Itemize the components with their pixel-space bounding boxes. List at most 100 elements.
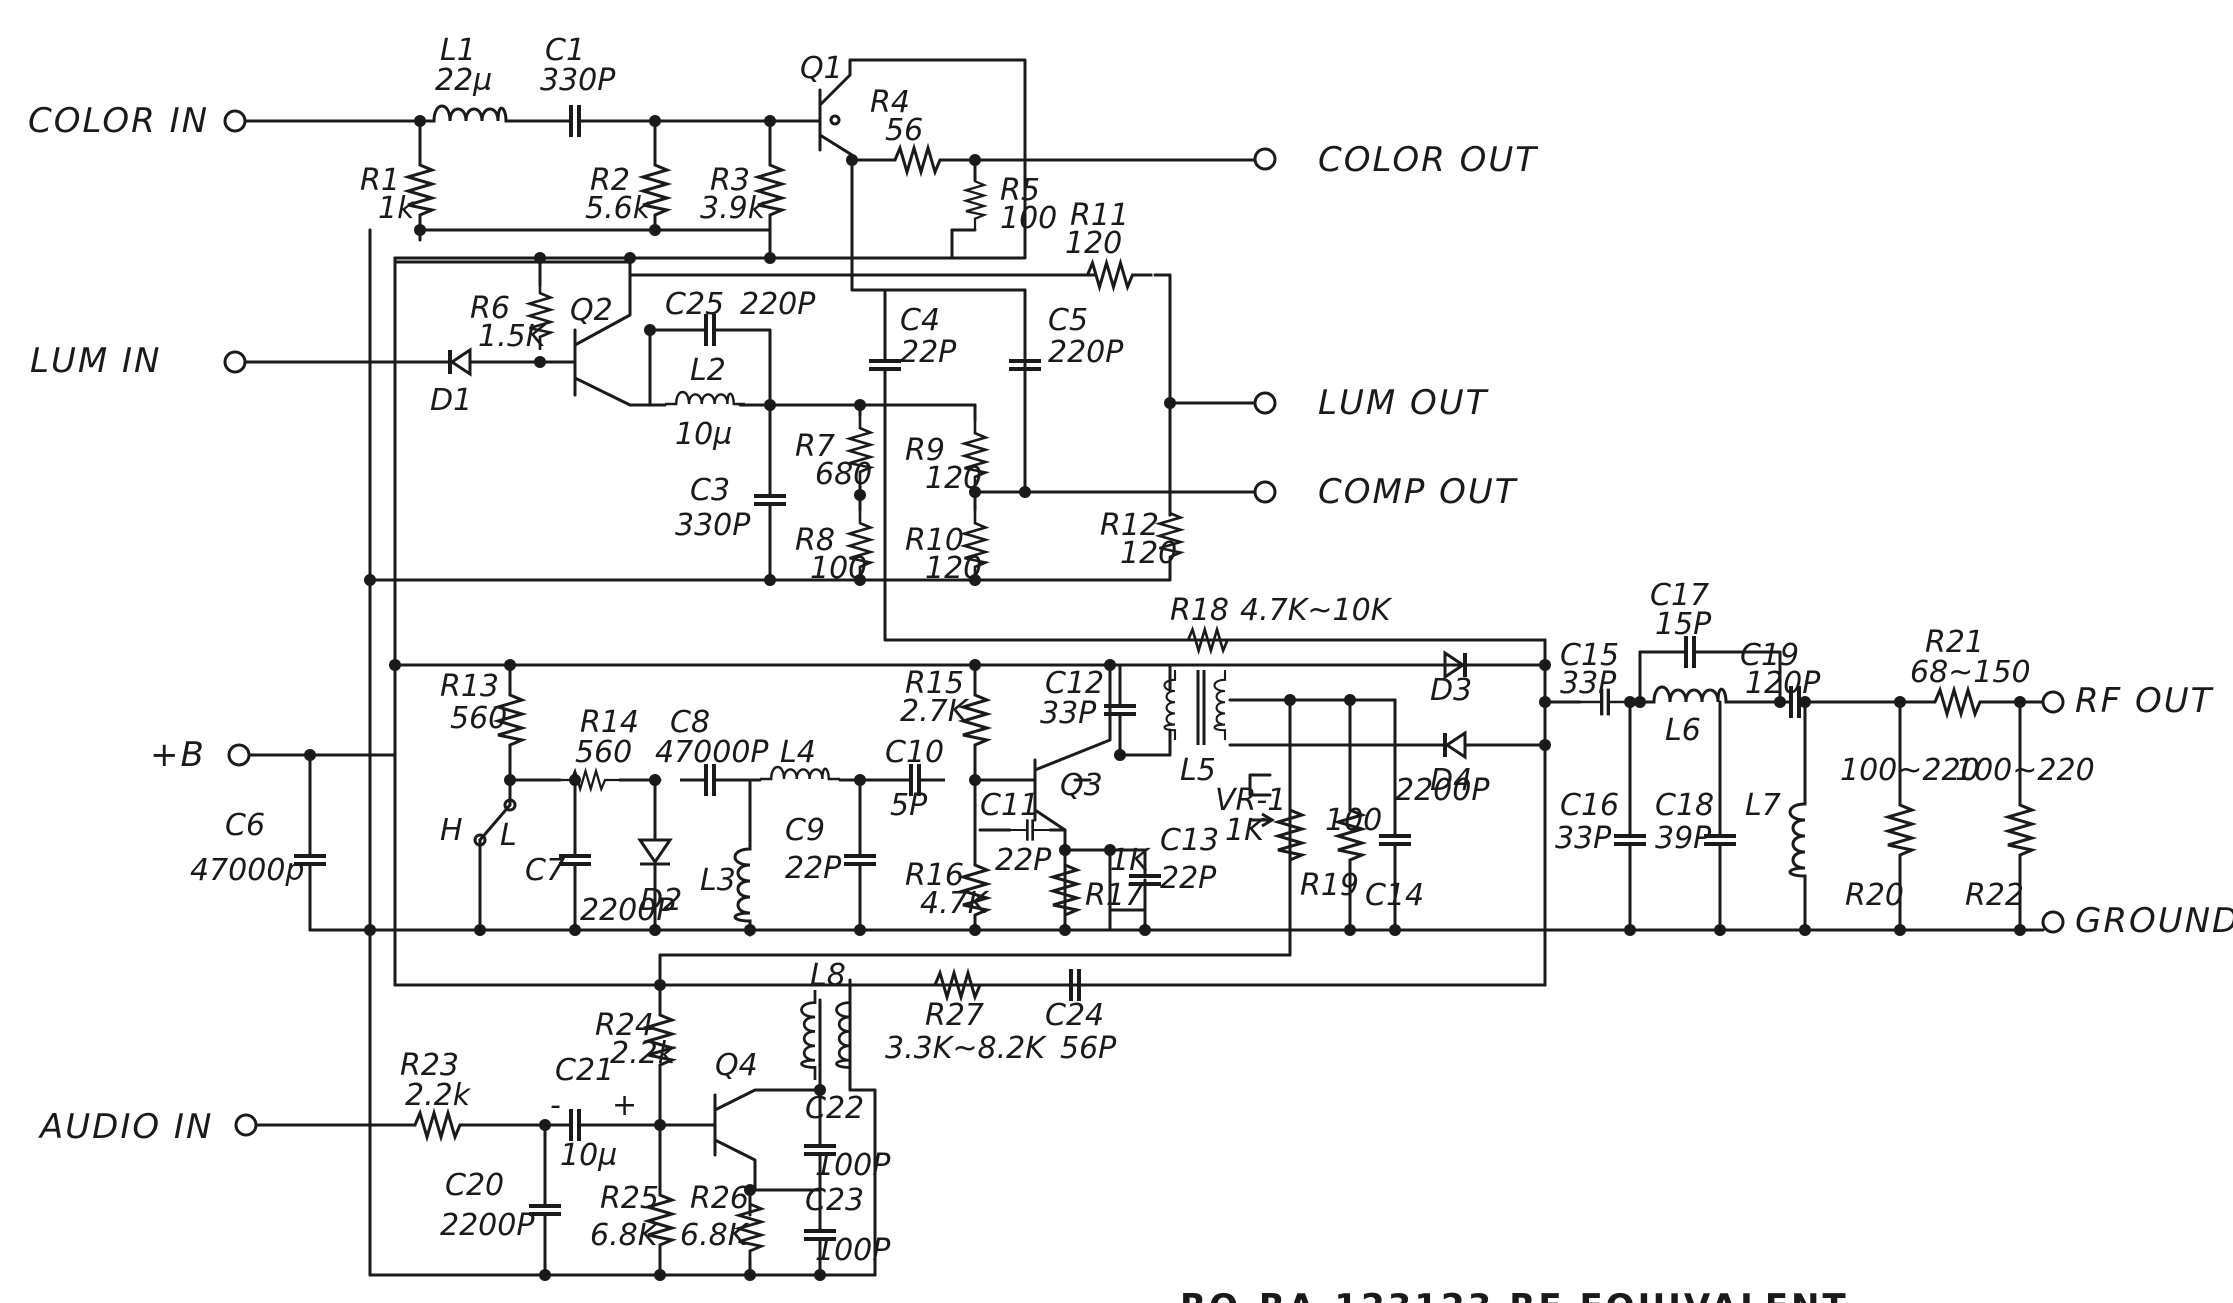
r13-ref: R13 [440,669,499,704]
c25-value: 220P [740,287,816,322]
q4-ref: Q4 [715,1048,758,1083]
r22-value: 100~220 [1955,753,2095,788]
c6-ref: C6 [225,808,265,843]
r18-value: 4.7K~10K [1240,593,1393,628]
ground-terminal[interactable] [2041,910,2065,934]
c20-value: 2200P [440,1208,535,1243]
r23-value: 2.2k [405,1078,472,1113]
q1-marker [829,114,841,126]
color-in-label: COLOR IN [28,101,209,141]
color-out-terminal[interactable] [1253,147,1277,171]
c25-ref: C25 [665,287,724,322]
d2-diode [637,830,673,880]
r6-value: 1.5K [478,319,548,354]
r27-ref: R27 [925,998,984,1033]
c8-value: 47000P [655,735,769,770]
c19-value: 120P [1745,666,1821,701]
r25-value: 6.8K [590,1218,660,1253]
color-in-terminal[interactable] [223,109,247,133]
c3-value: 330P [675,508,751,543]
c13-ref: C13 [1160,823,1219,858]
q1-ref: Q1 [800,51,843,86]
c14-capacitor [1377,808,1413,872]
plus-b-terminal[interactable] [227,743,251,767]
l3-inductor [733,833,752,937]
l2-inductor [663,390,747,406]
r18-ref: R18 [1170,593,1229,628]
r3-ref: R3 [710,163,750,198]
comp-out-terminal[interactable] [1253,480,1277,504]
r2-value: 5.6k [585,191,652,226]
r12-value: 120 [1120,536,1177,571]
c5-value: 220P [1048,335,1124,370]
c15-value: 33P [1560,666,1617,701]
l8-secondary [835,988,852,1082]
c21-plus: + [612,1088,637,1123]
c6-value: 47000p [190,853,304,888]
r7-ref: R7 [795,429,835,464]
switch-pivot[interactable] [473,833,487,847]
lum-in-label: LUM IN [30,341,161,381]
r22-resistor [2006,788,2034,872]
audio-in-terminal[interactable] [234,1113,258,1137]
c8-ref: C8 [670,705,710,740]
rf-out-terminal[interactable] [2041,690,2065,714]
port-labels: COLOR IN COLOR OUT LUM IN LUM OUT COMP O… [28,101,2233,1147]
c23-value: 100P [815,1233,891,1268]
l6-inductor [1638,685,1742,704]
lum-out-terminal[interactable] [1253,391,1277,415]
r11-ref: R11 [1070,198,1129,233]
c9-ref: C9 [785,813,825,848]
d3-ref: D3 [1430,673,1472,708]
r6-ref: R6 [470,291,510,326]
ground-label: GROUND [2075,901,2233,941]
c9-capacitor [842,828,878,892]
l8-ref: L8 [810,958,846,993]
c21-value: 10µ [560,1138,617,1173]
c14-value: 2200P [1395,773,1490,808]
r26-ref: R26 [690,1181,749,1216]
lum-out-label: LUM OUT [1318,383,1489,423]
l7-inductor [1788,788,1807,892]
c24-ref: C24 [1045,998,1104,1033]
r2-ref: R2 [590,163,630,198]
r10-ref: R10 [905,523,964,558]
r14-ref: R14 [580,705,639,740]
c20-ref: C20 [445,1168,504,1203]
lum-in-terminal[interactable] [223,350,247,374]
r21-ref: R21 [1925,625,1984,660]
junctions [304,115,2026,1281]
r12-ref: R12 [1100,508,1159,543]
c17-ref: C17 [1650,578,1709,613]
l3-ref: L3 [700,863,736,898]
c1-ref: C1 [545,33,585,68]
color-out-label: COLOR OUT [1318,140,1538,180]
r11-value: 120 [1065,226,1122,261]
c3-ref: C3 [690,473,730,508]
r4-ref: R4 [870,85,910,120]
r9-ref: R9 [905,433,945,468]
c12-value: 33P [1040,696,1097,731]
r7-value: 680 [815,457,872,492]
vr1-value: 1K [1225,813,1266,848]
c18-value: 39P [1655,821,1712,856]
r16-value: 4.7K [920,886,990,921]
l1-ref: L1 [440,33,476,68]
c1-capacitor [543,103,607,139]
l5-ref: L5 [1180,753,1216,788]
l4-ref: L4 [780,735,816,770]
r20-ref: R20 [1845,878,1904,913]
l1-inductor [418,104,522,123]
r4-value: 56 [885,113,923,148]
vr1-wiper [1250,812,1275,828]
r19-ref: R19 [1300,868,1359,903]
switch-contact-l[interactable] [503,798,517,812]
r24-ref: R24 [595,1008,654,1043]
r21-value: 68~150 [1910,655,2031,690]
c4-ref: C4 [900,303,940,338]
c16-value: 33P [1555,821,1612,856]
l2-value: 10µ [675,417,732,452]
c10-ref: C10 [885,735,944,770]
c21-minus: - [550,1088,561,1123]
